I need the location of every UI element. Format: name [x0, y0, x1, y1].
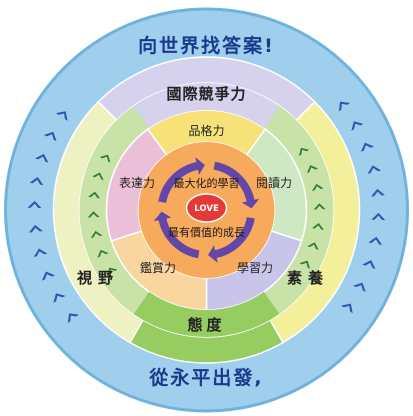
green-right-chevron-arrows — [298, 147, 326, 269]
chevron-icon — [360, 142, 374, 152]
chevron-icon — [28, 224, 43, 233]
cycle-arc — [158, 216, 200, 259]
chevron-icon — [99, 154, 111, 163]
chevron-icon — [341, 303, 353, 314]
green-left-chevron-arrows — [87, 154, 118, 276]
outer-right-chevron-arrows — [338, 101, 386, 314]
chevron-icon — [43, 131, 57, 142]
cycle-arc — [213, 216, 255, 259]
cycle-arrowhead-icon — [208, 245, 218, 263]
chevron-icon — [33, 248, 48, 258]
cycle-arc — [213, 161, 255, 204]
chevron-icon — [90, 230, 103, 238]
chevron-icon — [362, 260, 376, 269]
ring-left-label: 視野 — [76, 269, 119, 287]
chevron-icon — [367, 165, 382, 174]
outer-top-text: 向世界找答案! — [138, 34, 275, 57]
cycle-arrows-icon — [153, 157, 260, 263]
chevron-icon — [338, 101, 350, 112]
chevron-icon — [35, 153, 49, 163]
petal-label: 鑑賞力 — [140, 260, 176, 275]
chevron-icon — [371, 212, 386, 221]
chevron-icon — [311, 223, 324, 230]
ring-top-label: 國際競爭力 — [166, 85, 246, 103]
cycle-arrowhead-icon — [153, 211, 172, 222]
chevron-icon — [53, 293, 66, 303]
inner-band-top — [133, 82, 280, 129]
cycle-arrowhead-icon — [195, 157, 205, 175]
chevron-icon — [55, 111, 68, 121]
chevron-icon — [41, 271, 55, 281]
ring-bottom-label: 態度 — [187, 316, 225, 334]
inner-band-bottom — [133, 291, 280, 337]
chevron-icon — [107, 267, 118, 276]
petal-label: 品格力 — [188, 123, 224, 138]
chevron-icon — [313, 203, 326, 210]
chevron-icon — [299, 260, 311, 269]
love-heart-icon — [185, 193, 228, 223]
chevron-icon — [87, 211, 100, 218]
chevron-icon — [92, 172, 104, 181]
outer-left-chevron-arrows — [27, 111, 79, 324]
green-arrow-band-left — [79, 105, 150, 315]
chevron-icon — [368, 236, 383, 245]
chevron-icon — [88, 191, 101, 199]
love-label: LOVE — [194, 204, 219, 214]
chevron-icon — [370, 188, 385, 197]
chevron-icon — [27, 200, 42, 209]
chevron-icon — [298, 147, 310, 157]
core-bottom-text: 最有價值的成長 — [168, 225, 245, 239]
chevron-icon — [306, 165, 319, 173]
chevron-icon — [351, 121, 364, 131]
ring-right-label: 素養 — [287, 269, 329, 287]
chevron-icon — [67, 313, 79, 324]
petal-label: 閱讀力 — [256, 176, 292, 190]
chevron-icon — [97, 249, 109, 258]
green-arrow-band-right — [263, 105, 334, 315]
petal-label: 表達力 — [119, 176, 155, 190]
chevron-icon — [353, 282, 366, 292]
cycle-arrowhead-icon — [241, 198, 260, 209]
outer-bottom-text: 從永平出發, — [148, 366, 263, 389]
chevron-icon — [307, 242, 319, 250]
chevron-icon — [311, 183, 324, 191]
petal-label: 學習力 — [237, 261, 273, 275]
petal-ring — [105, 109, 308, 311]
chevron-icon — [29, 177, 44, 186]
cycle-arc — [158, 161, 200, 204]
core-top-text: 最大化的學習 — [174, 176, 240, 190]
